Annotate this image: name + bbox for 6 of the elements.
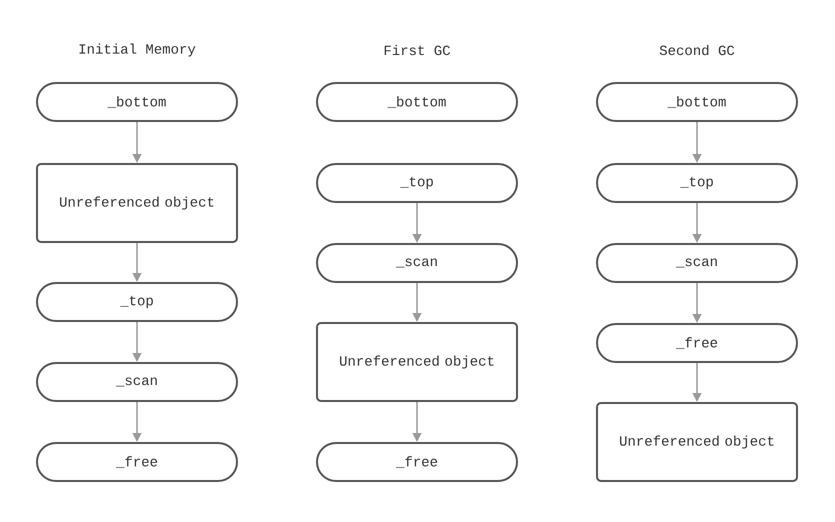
column-title: Initial Memory (80, 43, 196, 57)
column-title: Second GC (660, 44, 734, 56)
object-box: Unreferenced object (36, 163, 238, 243)
column-title: First GC (384, 44, 450, 56)
object-box: Unreferenced object (316, 322, 518, 402)
object-box: Unreferenced object (596, 402, 798, 482)
